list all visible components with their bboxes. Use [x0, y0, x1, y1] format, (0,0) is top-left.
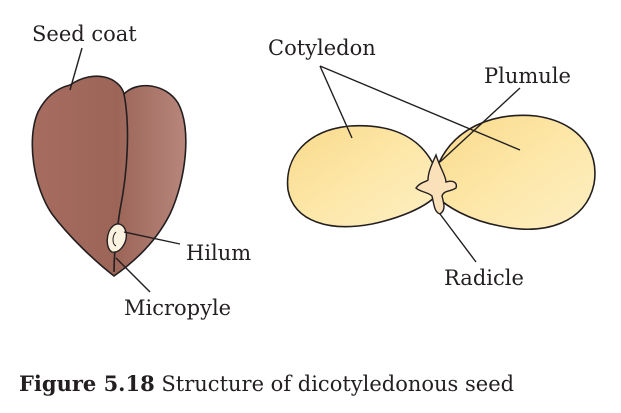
caption-text: Structure of dicotyledonous seed	[161, 372, 515, 396]
label-radicle: Radicle	[444, 266, 524, 290]
label-micropyle: Micropyle	[124, 296, 232, 320]
label-seed-coat: Seed coat	[32, 22, 137, 46]
cotyledon-pointer-left	[319, 65, 353, 139]
hilum-pointer	[123, 231, 181, 245]
cotyledon-right-shape	[435, 114, 596, 230]
label-hilum: Hilum	[186, 241, 252, 265]
hilum-mark	[106, 223, 127, 253]
micropyle-pointer	[115, 257, 151, 293]
hilum-inner	[112, 231, 117, 247]
cotyledon-left-shape	[286, 124, 437, 228]
cotyledon-pointer-right	[319, 65, 521, 151]
seed-coat-pointer	[69, 47, 83, 91]
seed-coat-shape	[31, 75, 187, 277]
radicle-pointer	[439, 213, 477, 263]
whole-seed	[31, 75, 187, 277]
plumule-pointer	[439, 87, 521, 163]
label-cotyledon: Cotyledon	[268, 36, 376, 60]
figure-caption: Figure 5.18 Structure of dicotyledonous …	[19, 373, 514, 395]
opened-seed	[286, 114, 596, 230]
label-plumule: Plumule	[484, 64, 571, 88]
figure-number: Figure 5.18	[19, 371, 155, 396]
